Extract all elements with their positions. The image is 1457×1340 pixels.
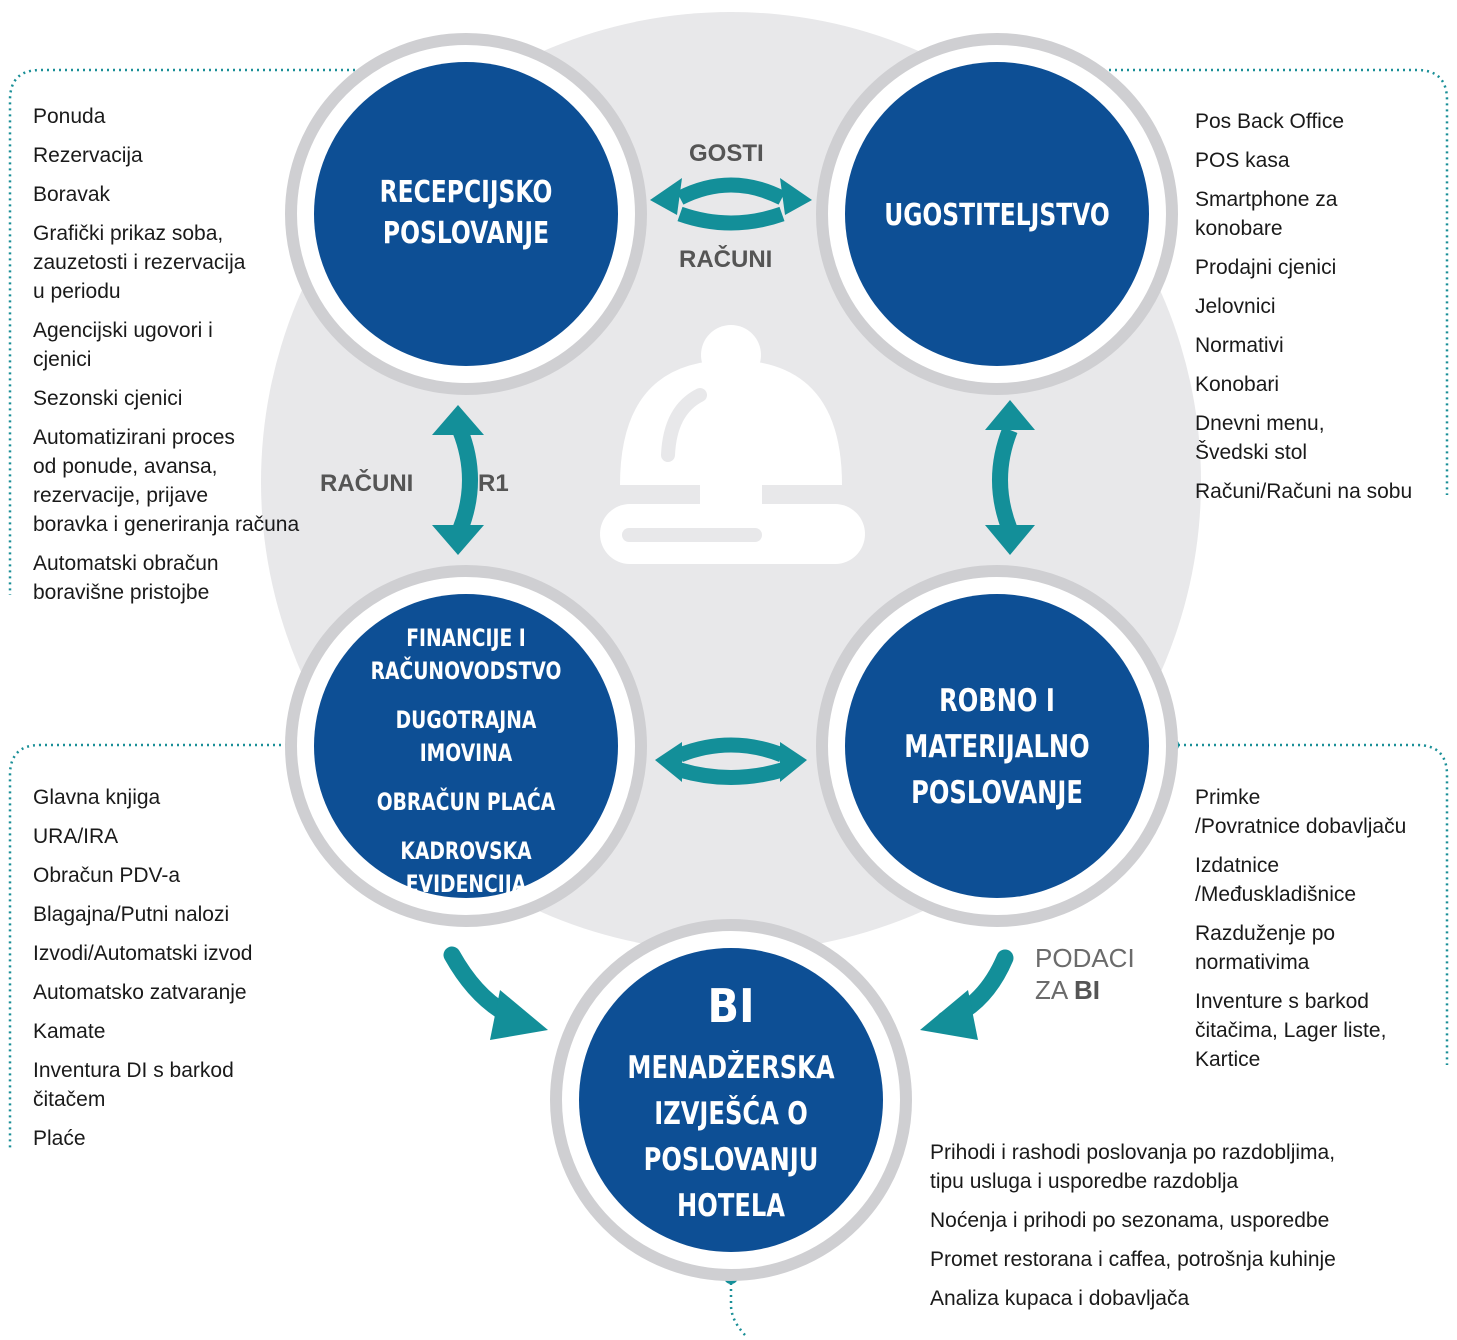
- reception-node-title: RECEPCIJSKO POSLOVANJE: [379, 175, 553, 251]
- catering-features-list: Pos Back Office POS kasa Smartphone za k…: [1195, 107, 1445, 516]
- list-item: Noćenja i prihodi po sezonama, usporedbe: [930, 1209, 1330, 1232]
- list-item: Smartphone za konobare: [1195, 188, 1338, 240]
- list-item: Konobari: [1195, 373, 1280, 396]
- finance-features-list: Glavna knjiga URA/IRA Obračun PDV-a Blag…: [33, 783, 313, 1163]
- list-item: Jelovnici: [1195, 295, 1276, 318]
- label-bi-data: PODACI ZA BI: [1035, 942, 1135, 1006]
- bi-heading: BI: [707, 979, 755, 1033]
- finance-node-text: FINANCIJE I RAČUNOVODSTVO DUGOTRAJNA IMO…: [316, 622, 616, 901]
- list-item: Agencijski ugovori i cjenici: [33, 319, 213, 371]
- label-bi-data-line1: PODACI: [1035, 943, 1135, 973]
- list-item: Inventura DI s barkod čitačem: [33, 1059, 234, 1111]
- fixed-assets-line: DUGOTRAJNA IMOVINA: [395, 706, 537, 767]
- hr-records-line: KADROVSKA EVIDENCIJA: [400, 837, 532, 898]
- label-bi-data-line2: ZA BI: [1035, 974, 1135, 1006]
- bi-node-title: MENADŽERSKA IZVJEŠĆA O POSLOVANJU HOTELA: [627, 1050, 835, 1224]
- label-invoices-left: RAČUNI: [320, 470, 414, 497]
- list-item: Analiza kupaca i dobavljača: [930, 1287, 1190, 1310]
- list-item: Prihodi i rashodi poslovanja po razdoblj…: [930, 1141, 1336, 1193]
- label-guests: GOSTI: [689, 140, 764, 167]
- list-item: POS kasa: [1195, 149, 1290, 172]
- arrow-catering-goods: [985, 400, 1035, 555]
- list-item: Ponuda: [33, 105, 106, 128]
- list-item: Računi/Računi na sobu: [1195, 480, 1413, 503]
- list-item: Grafički prikaz soba, zauzetosti i rezer…: [33, 222, 246, 303]
- list-item: Automatsko zatvaranje: [33, 981, 247, 1004]
- catering-node: [845, 62, 1149, 366]
- list-item: Automatizirani proces od ponude, avansa,…: [33, 426, 300, 536]
- label-r1: R1: [478, 470, 509, 497]
- list-item: Boravak: [33, 183, 111, 206]
- list-item: Kamate: [33, 1020, 106, 1043]
- label-invoices-top: RAČUNI: [679, 246, 773, 273]
- list-item: Blagajna/Putni nalozi: [33, 903, 230, 926]
- arrow-finance-bi: [443, 946, 548, 1040]
- payroll-line: OBRAČUN PLAĆA: [376, 788, 556, 816]
- list-item: Izvodi/Automatski izvod: [33, 942, 253, 965]
- list-item: Izdatnice /Međuskladišnice: [1195, 854, 1357, 906]
- label-bi-data-prefix: ZA: [1035, 975, 1075, 1005]
- goods-features-list: Primke /Povratnice dobavljaču Izdatnice …: [1195, 783, 1450, 1084]
- list-item: Obračun PDV-a: [33, 864, 181, 887]
- list-item: Promet restorana i caffea, potrošnja kuh…: [930, 1248, 1336, 1271]
- list-item: Prodajni cjenici: [1195, 256, 1337, 279]
- list-item: Rezervacija: [33, 144, 143, 167]
- bi-leader: [729, 1277, 746, 1336]
- finance-leader: [8, 743, 293, 1150]
- goods-node: [845, 594, 1149, 898]
- reception-features-list: Ponuda Rezervacija Boravak Grafički prik…: [33, 102, 333, 617]
- finance-title-line: FINANCIJE I RAČUNOVODSTVO: [370, 624, 562, 685]
- list-item: Automatski obračun boravišne pristojbe: [33, 552, 219, 604]
- arrow-goods-bi: [920, 949, 1014, 1040]
- list-item: Razduženje po normativima: [1195, 922, 1336, 974]
- list-item: Normativi: [1195, 334, 1284, 357]
- catering-node-title: UGOSTITELJSTVO: [884, 198, 1110, 233]
- label-bi-data-bold: BI: [1074, 975, 1101, 1005]
- list-item: Plaće: [33, 1127, 86, 1150]
- list-item: Pos Back Office: [1195, 110, 1345, 133]
- list-item: Glavna knjiga: [33, 786, 161, 809]
- reception-node: [314, 62, 618, 366]
- arrow-finance-goods: [655, 737, 807, 785]
- arrow-reception-catering: [650, 177, 812, 231]
- goods-node-title: ROBNO I MATERIJALNO POSLOVANJE: [904, 683, 1090, 811]
- arrow-reception-finance: [432, 405, 484, 555]
- list-item: Sezonski cjenici: [33, 387, 183, 410]
- list-item: Primke /Povratnice dobavljaču: [1195, 786, 1407, 838]
- list-item: URA/IRA: [33, 825, 119, 848]
- finance-node: [314, 594, 618, 898]
- list-item: Inventure s barkod čitačima, Lager liste…: [1195, 990, 1387, 1071]
- service-bell-icon: [600, 325, 865, 564]
- bi-node: [579, 948, 883, 1252]
- list-item: Dnevni menu, Švedski stol: [1195, 412, 1325, 464]
- bi-reports-list: Prihodi i rashodi poslovanja po razdoblj…: [930, 1138, 1430, 1323]
